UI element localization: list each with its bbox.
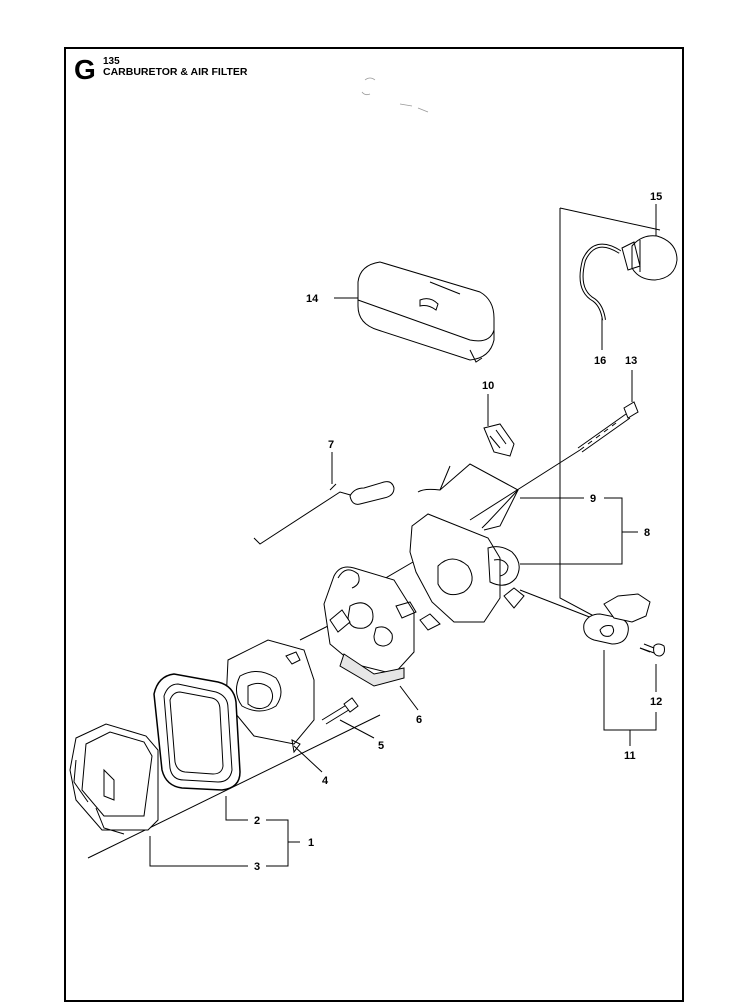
leader-2	[225, 796, 300, 867]
part-16-fuel-hose	[579, 243, 622, 321]
part-12-small-screw	[639, 643, 665, 657]
callout-11: 11	[624, 750, 636, 762]
callout-15: 15	[650, 191, 662, 203]
callout-1: 1	[308, 837, 314, 849]
part-10-clip	[483, 423, 515, 457]
part-intake-body	[409, 513, 525, 623]
part-5-screw	[321, 697, 359, 725]
section-letter: G	[74, 54, 96, 85]
callout-7: 7	[328, 439, 334, 451]
callout-4: 4	[322, 775, 329, 787]
leader-3	[149, 836, 248, 867]
part-15-primer-bulb	[621, 235, 678, 281]
callout-9: 9	[590, 493, 596, 505]
callout-5: 5	[378, 740, 384, 752]
assembly-bracket-line	[559, 208, 621, 631]
assembly-axis-line	[559, 207, 661, 231]
callout-16: 16	[594, 355, 606, 367]
part-9-wire-spring	[417, 463, 519, 531]
leader-5	[339, 719, 375, 739]
leader-4	[293, 745, 323, 773]
diagram-frame	[64, 47, 684, 1002]
callout-10: 10	[482, 380, 494, 392]
callout-8: 8	[644, 527, 650, 539]
page-number: 135	[103, 56, 120, 67]
leader-6	[399, 685, 419, 711]
part-6-carburetor	[323, 566, 441, 687]
part-14-filter-cover	[357, 261, 495, 363]
bracket-8	[520, 497, 638, 565]
part-2-filter-element	[153, 673, 241, 791]
leader-11	[603, 650, 657, 746]
faint-marks	[361, 77, 429, 113]
part-7-throttle-rod	[253, 481, 395, 545]
callout-3: 3	[254, 861, 260, 873]
callout-14: 14	[306, 293, 319, 305]
part-4-filter-adapter	[225, 639, 315, 754]
callout-12: 12	[650, 696, 662, 708]
part-11-choke-lever	[583, 593, 651, 645]
callout-13: 13	[625, 355, 637, 367]
callout-6: 6	[416, 714, 422, 726]
page-title: CARBURETOR & AIR FILTER	[103, 66, 248, 78]
callout-2: 2	[254, 815, 260, 827]
part-3-filter-holder	[69, 723, 159, 835]
axis-line-main	[87, 449, 581, 859]
part-13-long-screw	[577, 401, 639, 453]
